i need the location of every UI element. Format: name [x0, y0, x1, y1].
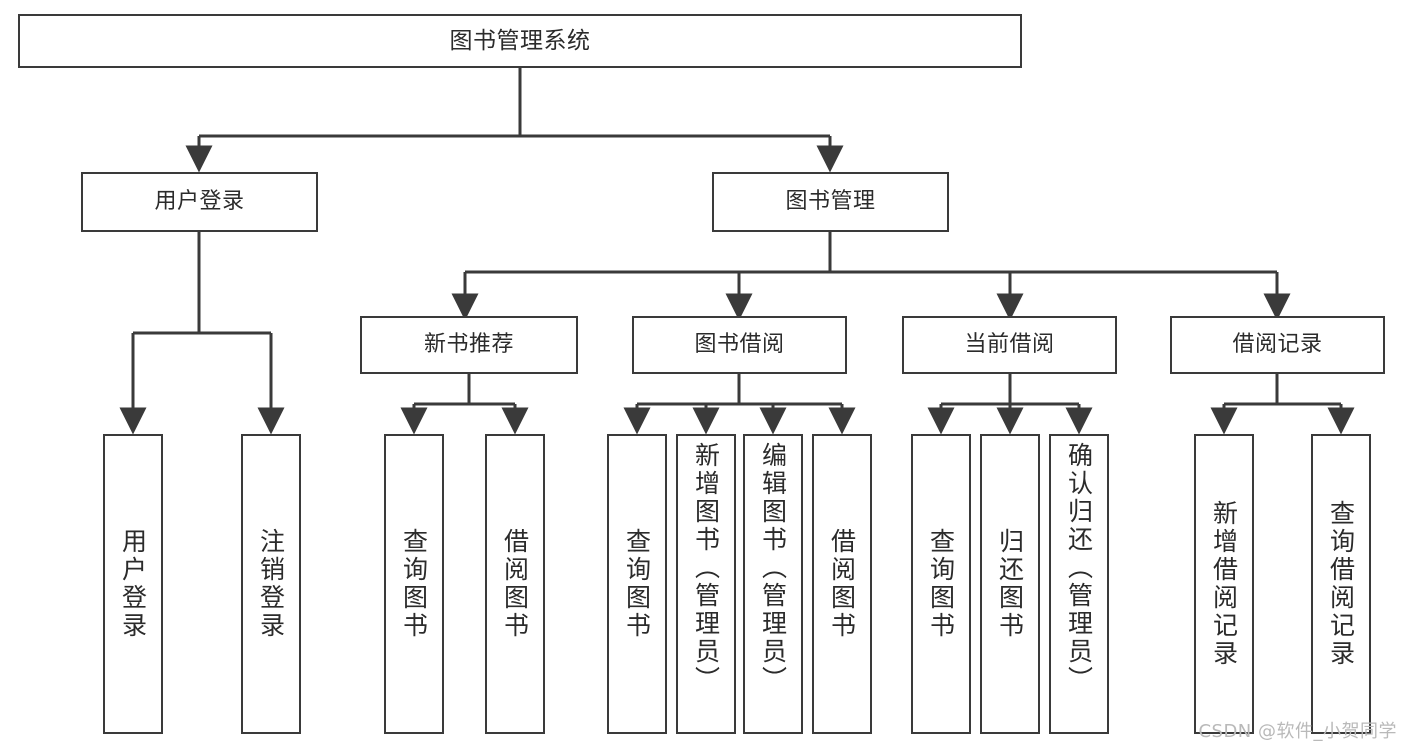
- leaf-borrow-query-book[interactable]: 查询图书: [607, 434, 667, 734]
- leaf-current-return-book[interactable]: 归还图书: [980, 434, 1040, 734]
- node-book-borrow-label: 图书借阅: [694, 332, 785, 358]
- leaf-record-query-record[interactable]: 查询借阅记录: [1311, 434, 1371, 734]
- leaf-user-login[interactable]: 用户登录: [103, 434, 163, 734]
- leaf-newbook-borrow-book-label: 借阅图书: [500, 528, 530, 640]
- leaf-borrow-edit-book-admin[interactable]: 编辑图书（管理员）: [743, 434, 803, 734]
- leaf-user-login-label: 用户登录: [118, 528, 148, 640]
- leaf-current-query-book[interactable]: 查询图书: [911, 434, 971, 734]
- node-root-system[interactable]: 图书管理系统: [18, 14, 1022, 68]
- node-borrow-record[interactable]: 借阅记录: [1170, 316, 1385, 374]
- leaf-record-add-record-label: 新增借阅记录: [1209, 500, 1239, 668]
- node-user-login-label: 用户登录: [154, 189, 245, 215]
- node-new-book-recommend-label: 新书推荐: [423, 332, 514, 358]
- node-book-borrow[interactable]: 图书借阅: [632, 316, 847, 374]
- leaf-borrow-query-book-label: 查询图书: [622, 528, 652, 640]
- leaf-borrow-add-book-admin[interactable]: 新增图书（管理员）: [676, 434, 736, 734]
- leaf-record-add-record[interactable]: 新增借阅记录: [1194, 434, 1254, 734]
- leaf-newbook-query-book[interactable]: 查询图书: [384, 434, 444, 734]
- leaf-user-logout[interactable]: 注销登录: [241, 434, 301, 734]
- leaf-user-logout-label: 注销登录: [256, 528, 286, 640]
- node-book-management[interactable]: 图书管理: [712, 172, 949, 232]
- node-new-book-recommend[interactable]: 新书推荐: [360, 316, 578, 374]
- node-user-login[interactable]: 用户登录: [81, 172, 318, 232]
- node-borrow-record-label: 借阅记录: [1232, 332, 1323, 358]
- leaf-newbook-query-book-label: 查询图书: [399, 528, 429, 640]
- leaf-current-query-book-label: 查询图书: [926, 528, 956, 640]
- csdn-watermark: CSDN @软件_小贺同学: [1198, 721, 1397, 742]
- leaf-current-confirm-return-admin-label: 确认归还（管理员）: [1064, 442, 1094, 694]
- node-root-system-label: 图书管理系统: [449, 27, 591, 54]
- leaf-borrow-add-book-admin-label: 新增图书（管理员）: [691, 442, 721, 694]
- leaf-borrow-borrow-book[interactable]: 借阅图书: [812, 434, 872, 734]
- node-book-management-label: 图书管理: [785, 189, 876, 215]
- leaf-borrow-borrow-book-label: 借阅图书: [827, 528, 857, 640]
- node-current-borrow-label: 当前借阅: [964, 332, 1055, 358]
- leaf-current-return-book-label: 归还图书: [995, 528, 1025, 640]
- node-current-borrow[interactable]: 当前借阅: [902, 316, 1117, 374]
- leaf-newbook-borrow-book[interactable]: 借阅图书: [485, 434, 545, 734]
- leaf-borrow-edit-book-admin-label: 编辑图书（管理员）: [758, 442, 788, 694]
- leaf-record-query-record-label: 查询借阅记录: [1326, 500, 1356, 668]
- leaf-current-confirm-return-admin[interactable]: 确认归还（管理员）: [1049, 434, 1109, 734]
